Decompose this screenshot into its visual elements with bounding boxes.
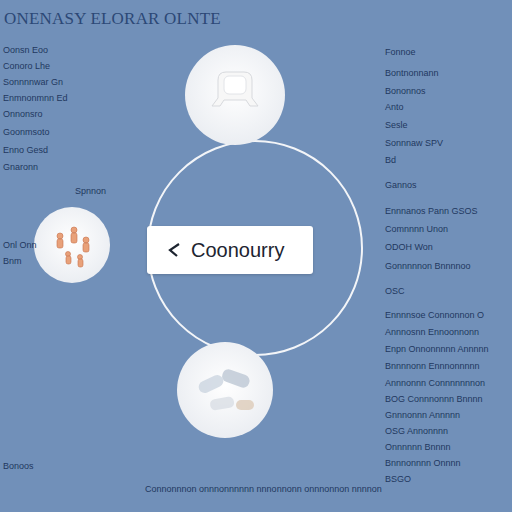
side-note: Ennnnsoe Connonnon O bbox=[385, 310, 484, 321]
side-note: Bd bbox=[385, 155, 396, 166]
side-note: Gnnnonnn Annnnn bbox=[385, 410, 460, 421]
side-note: Oonsn Eoo bbox=[3, 45, 48, 56]
side-note: Onnonsro bbox=[3, 109, 43, 120]
ring-line bbox=[148, 141, 362, 355]
side-note: BOG Connnonnn Bnnnn bbox=[385, 394, 483, 405]
side-note: Enno Gesd bbox=[3, 145, 48, 156]
side-note: Goonmsoto bbox=[3, 127, 50, 138]
arrow-icon bbox=[167, 242, 183, 258]
side-note: Sesle bbox=[385, 120, 408, 131]
side-note: Bnnnnonn Ennnonnnnn bbox=[385, 361, 480, 372]
side-note: Annnonnn Connnnnnnon bbox=[385, 378, 485, 389]
side-note: Gnaronn bbox=[3, 162, 38, 173]
side-note: Connonnnon onnnonnnnnn nnnonnonn onnnonn… bbox=[145, 484, 382, 495]
side-note: Comnnnn Unon bbox=[385, 224, 448, 235]
side-note: Sonnnnwar Gn bbox=[3, 77, 63, 88]
side-note: Anto bbox=[385, 102, 404, 113]
side-note: ODOH Won bbox=[385, 242, 433, 253]
arrow-icon-path bbox=[170, 244, 179, 256]
side-note: Annnosnn Ennoonnonn bbox=[385, 327, 479, 338]
side-note: Gannos bbox=[385, 180, 417, 191]
side-note: Enmnonmnn Ed bbox=[3, 93, 68, 104]
side-note: Fonnoe bbox=[385, 47, 416, 58]
side-note: Ennnanos Pann GSOS bbox=[385, 206, 478, 217]
side-note: Enpn Onnonnnnn Annnnn bbox=[385, 344, 489, 355]
left-figures-circle bbox=[34, 207, 110, 283]
side-note: Gonnnnnon Bnnnnoo bbox=[385, 261, 471, 272]
bottom-pills-circle bbox=[177, 342, 273, 438]
side-note: Spnnon bbox=[75, 186, 106, 197]
side-note: Bontnonnann bbox=[385, 68, 439, 79]
side-note: Sonnnaw SPV bbox=[385, 138, 443, 149]
side-note: Onl Onn bbox=[3, 240, 37, 251]
side-note: Onnnnnn Bnnnn bbox=[385, 442, 451, 453]
label-box: Coonourry bbox=[147, 226, 313, 274]
side-note: Bnm bbox=[3, 256, 22, 267]
side-note: Bononnos bbox=[385, 86, 426, 97]
side-note: BSGO bbox=[385, 474, 411, 485]
top-icon-circle bbox=[185, 45, 285, 145]
diagram-title: ONENASY ELORAR OLNTE bbox=[4, 9, 221, 29]
side-note: Bnnnonnnn Onnnn bbox=[385, 458, 461, 469]
side-note: OSG Annonnnn bbox=[385, 426, 448, 437]
side-note: Bonoos bbox=[3, 461, 34, 472]
side-note: OSC bbox=[385, 286, 405, 297]
box-label: Coonourry bbox=[191, 239, 284, 262]
side-note: Conoro Lhe bbox=[3, 61, 50, 72]
